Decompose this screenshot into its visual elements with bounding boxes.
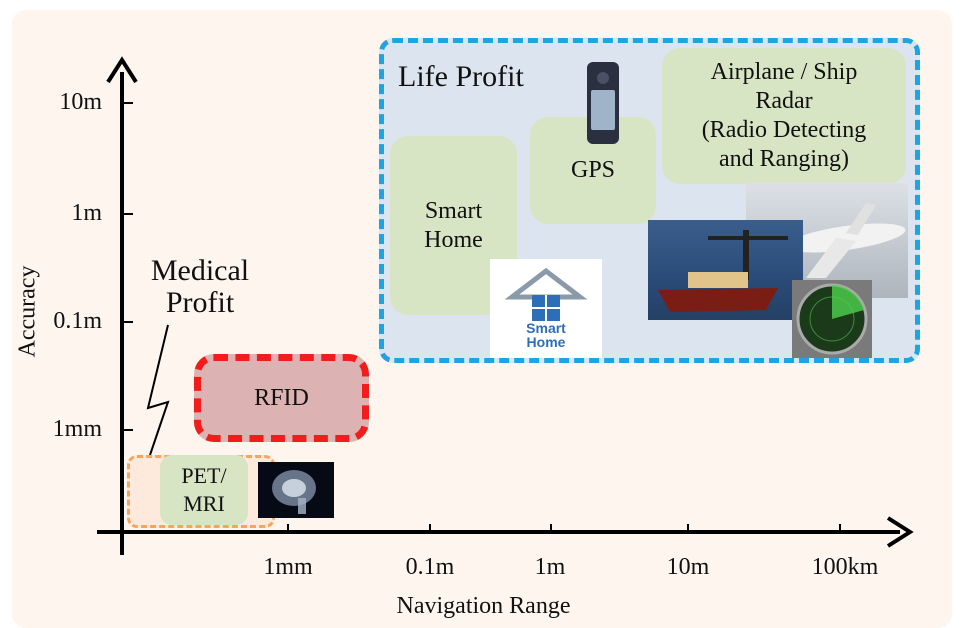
- y-tick-label: 0.1m: [53, 308, 102, 334]
- medical-profit-label: Medical Profit: [150, 254, 250, 319]
- x-axis-title: Navigation Range: [396, 593, 571, 619]
- gps-device-icon: [587, 62, 619, 144]
- ship-icon: [658, 230, 788, 312]
- x-tick-label: 1mm: [263, 554, 313, 580]
- x-tick-label: 1m: [534, 554, 566, 580]
- radar-box: Airplane / Ship Radar (Radio Detecting a…: [662, 48, 906, 184]
- gps-label: GPS: [570, 157, 616, 183]
- smart-home-logo: Smart Home: [490, 259, 602, 358]
- x-tick-label: 10m: [666, 554, 710, 580]
- y-tick-label: 10m: [59, 89, 102, 115]
- x-tick-label: 100km: [811, 554, 879, 580]
- y-tick-label: 1mm: [52, 416, 102, 442]
- y-axis-arrowhead: [106, 56, 138, 84]
- rfid-box: RFID: [194, 354, 369, 442]
- life-profit-title: Life Profit: [398, 60, 524, 93]
- smart-home-label: Smart Home: [424, 197, 483, 253]
- radar-icon: [796, 283, 868, 355]
- house-icon: [504, 267, 588, 321]
- rfid-label: RFID: [254, 384, 309, 411]
- x-tick-label: 0.1m: [405, 554, 455, 580]
- brain-scan-icon: [272, 470, 316, 514]
- pet-mri-box: PET/ MRI: [160, 455, 248, 525]
- smart-home-logo-text: Smart Home: [526, 320, 566, 350]
- gps-device-image: [585, 60, 621, 146]
- ship-image: [648, 220, 803, 320]
- x-axis-arrowhead: [886, 516, 914, 548]
- pet-mri-label: PET/ MRI: [181, 463, 227, 516]
- radar-label: Airplane / Ship Radar (Radio Detecting a…: [701, 59, 867, 172]
- airplane-icon: [786, 203, 906, 278]
- mri-scan-image: [258, 462, 334, 518]
- y-tick-label: 1m: [71, 200, 102, 226]
- radar-scope-image: [792, 280, 872, 358]
